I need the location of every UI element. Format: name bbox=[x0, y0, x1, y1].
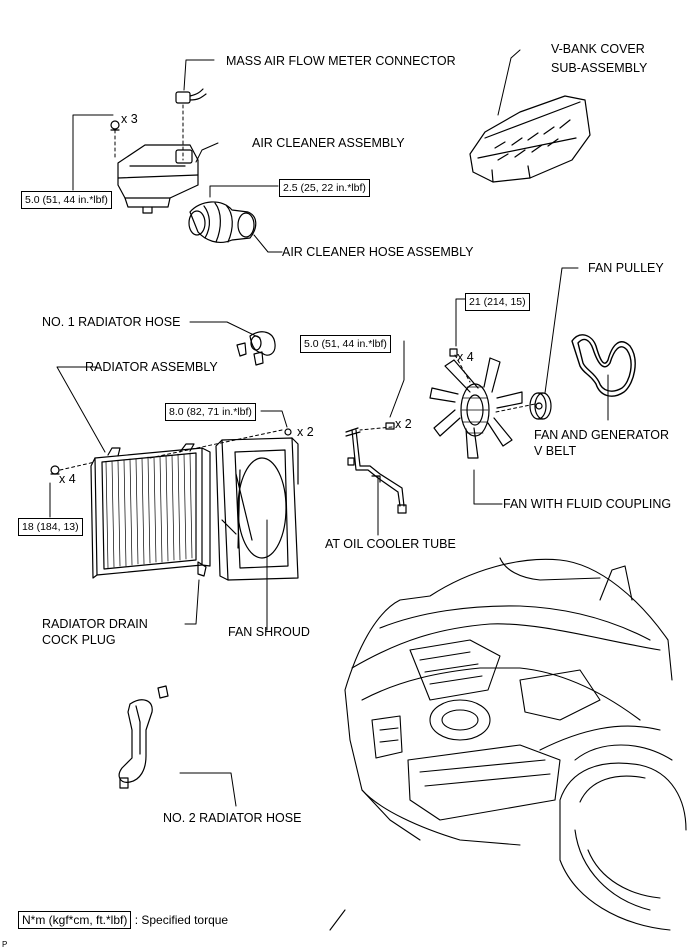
legend-description: : Specified torque bbox=[134, 913, 229, 927]
fan-nut-torque-box: 21 (214, 15) bbox=[465, 293, 530, 311]
v-belt-label-line1: FAN AND GENERATOR bbox=[534, 428, 669, 442]
oil-cooler-bolt-count: x 2 bbox=[395, 417, 412, 431]
v-bank-cover-label-line2: SUB-ASSEMBLY bbox=[551, 61, 648, 75]
v-bank-cover-drawing bbox=[469, 95, 591, 183]
torque-legend: N*m (kgf*cm, ft.*lbf) : Specified torque bbox=[18, 911, 228, 929]
no1-radiator-hose-label: NO. 1 RADIATOR HOSE bbox=[42, 315, 181, 329]
radiator-bolt-count: x 4 bbox=[59, 472, 76, 486]
fan-pulley-drawing bbox=[529, 392, 552, 420]
vehicle-engine-bay-drawing bbox=[329, 557, 687, 931]
air-cleaner-bolt-torque-box: 5.0 (51, 44 in.*lbf) bbox=[21, 191, 112, 209]
radiator-assembly-drawing bbox=[50, 428, 292, 579]
fan-with-fluid-coupling-label: FAN WITH FLUID COUPLING bbox=[503, 497, 672, 511]
oil-cooler-bolt-torque-box: 5.0 (51, 44 in.*lbf) bbox=[300, 335, 391, 353]
air-cleaner-assembly-drawing bbox=[110, 120, 199, 214]
radiator-assembly-label: RADIATOR ASSEMBLY bbox=[85, 360, 218, 374]
shroud-bolt-count: x 2 bbox=[297, 425, 314, 439]
radiator-bolt-torque-box: 18 (184, 13) bbox=[18, 518, 83, 536]
at-oil-cooler-tube-label: AT OIL COOLER TUBE bbox=[325, 537, 456, 551]
legend-unit-box: N*m (kgf*cm, ft.*lbf) bbox=[18, 911, 132, 929]
air-cleaner-hose-assembly-label: AIR CLEANER HOSE ASSEMBLY bbox=[282, 245, 474, 259]
mass-air-flow-meter-connector-label: MASS AIR FLOW METER CONNECTOR bbox=[226, 54, 456, 68]
mass-air-flow-connector-drawing bbox=[175, 88, 207, 104]
no1-radiator-hose-drawing bbox=[236, 331, 276, 366]
fan-shroud-drawing bbox=[215, 437, 299, 581]
fan-with-fluid-coupling-drawing bbox=[429, 348, 523, 459]
radiator-drain-cock-plug-label-line2: COCK PLUG bbox=[42, 633, 116, 647]
shroud-bolt-torque-box: 8.0 (82, 71 in.*lbf) bbox=[165, 403, 256, 421]
air-cleaner-assembly-label: AIR CLEANER ASSEMBLY bbox=[252, 136, 405, 150]
air-cleaner-hose-drawing bbox=[188, 201, 257, 244]
leader-lines bbox=[49, 49, 609, 807]
fan-pulley-label: FAN PULLEY bbox=[588, 261, 664, 275]
air-cleaner-hose-torque-box: 2.5 (25, 22 in.*lbf) bbox=[279, 179, 370, 197]
v-belt-drawing bbox=[571, 334, 636, 397]
corner-mark: P bbox=[2, 940, 8, 949]
radiator-drain-cock-plug-label-line1: RADIATOR DRAIN bbox=[42, 617, 148, 631]
at-oil-cooler-tube-drawing bbox=[345, 422, 407, 514]
no2-radiator-hose-drawing bbox=[118, 685, 169, 789]
fan-nut-count: x 4 bbox=[457, 350, 474, 364]
no2-radiator-hose-label: NO. 2 RADIATOR HOSE bbox=[163, 811, 302, 825]
v-belt-label-line2: V BELT bbox=[534, 444, 577, 458]
air-cleaner-bolt-count: x 3 bbox=[121, 112, 138, 126]
fan-shroud-label: FAN SHROUD bbox=[228, 625, 310, 639]
v-bank-cover-label-line1: V-BANK COVER bbox=[551, 42, 645, 56]
